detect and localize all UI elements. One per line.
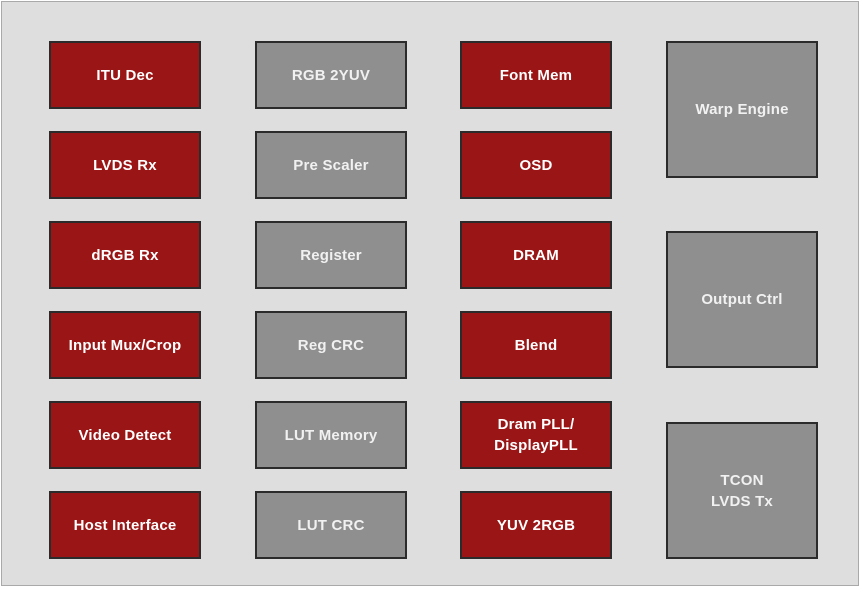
block-input-mux-crop: Input Mux/Crop xyxy=(49,311,201,379)
block-rgb-2yuv: RGB 2YUV xyxy=(255,41,407,109)
block-video-detect: Video Detect xyxy=(49,401,201,469)
block-lut-memory: LUT Memory xyxy=(255,401,407,469)
block-warp-engine: Warp Engine xyxy=(666,41,818,178)
block-lvds-rx: LVDS Rx xyxy=(49,131,201,199)
block-dram: DRAM xyxy=(460,221,612,289)
block-dram-pll-display-pll: Dram PLL/ DisplayPLL xyxy=(460,401,612,469)
block-register: Register xyxy=(255,221,407,289)
block-tcon-lvds-tx: TCON LVDS Tx xyxy=(666,422,818,559)
block-pre-scaler: Pre Scaler xyxy=(255,131,407,199)
block-itu-dec: ITU Dec xyxy=(49,41,201,109)
block-reg-crc: Reg CRC xyxy=(255,311,407,379)
block-blend: Blend xyxy=(460,311,612,379)
block-host-interface: Host Interface xyxy=(49,491,201,559)
block-drgb-rx: dRGB Rx xyxy=(49,221,201,289)
block-font-mem: Font Mem xyxy=(460,41,612,109)
block-output-ctrl: Output Ctrl xyxy=(666,231,818,368)
block-osd: OSD xyxy=(460,131,612,199)
block-yuv-2rgb: YUV 2RGB xyxy=(460,491,612,559)
block-lut-crc: LUT CRC xyxy=(255,491,407,559)
